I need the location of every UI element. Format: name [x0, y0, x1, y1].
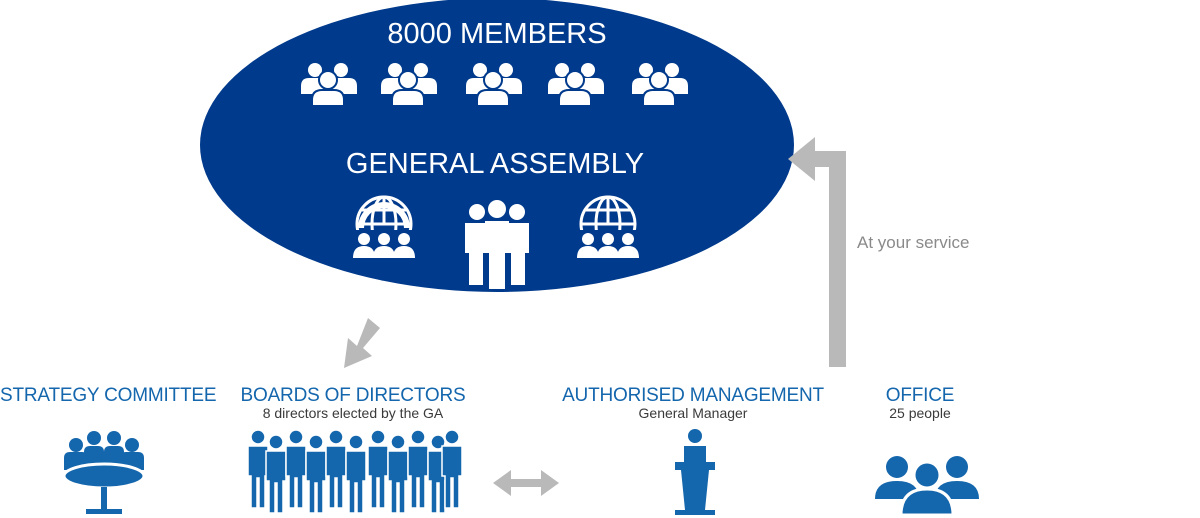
director-figure-icon [367, 429, 389, 509]
up-arrow-service [788, 137, 846, 367]
director-figure-icon [265, 434, 287, 514]
members-group-icon [632, 63, 688, 107]
board-of-directors-subtitle: 8 directors elected by the GA [262, 405, 444, 421]
double-arrow [493, 470, 559, 496]
globe-meeting-icon [575, 195, 641, 260]
members-group-icon [381, 63, 437, 107]
director-figure-icon [345, 434, 367, 514]
office-team-icon [875, 456, 979, 517]
globe-meeting-icon [351, 195, 417, 260]
director-figure-icon [387, 434, 409, 514]
director-figure-icon [247, 429, 269, 509]
office-subtitle: 25 people [889, 405, 951, 421]
management-subtitle: General Manager [638, 405, 748, 421]
down-arrow [344, 318, 380, 368]
directors-group-icon [247, 429, 463, 514]
members-label: 8000 MEMBERS [387, 18, 607, 50]
strategy-committee-title: STRATEGY COMMITTEE [0, 385, 217, 406]
members-group-icon [301, 63, 357, 107]
director-figure-icon [305, 434, 327, 514]
service-label: At your service [857, 233, 970, 252]
office-title: OFFICE [885, 385, 955, 406]
board-of-directors-title: BOARDS OF DIRECTORS [240, 385, 466, 406]
director-figure-icon [441, 429, 463, 509]
director-figure-icon [325, 429, 347, 509]
meeting-table-icon [62, 431, 146, 514]
director-figure-icon [285, 429, 307, 509]
members-group-icon [466, 63, 522, 107]
general-assembly-label: GENERAL ASSEMBLY [345, 148, 645, 180]
standing-people-icon [465, 200, 529, 289]
speaker-podium-icon [675, 429, 715, 515]
management-title: AUTHORISED MANAGEMENT [562, 385, 824, 406]
director-figure-icon [407, 429, 429, 509]
members-group-icon [548, 63, 604, 107]
